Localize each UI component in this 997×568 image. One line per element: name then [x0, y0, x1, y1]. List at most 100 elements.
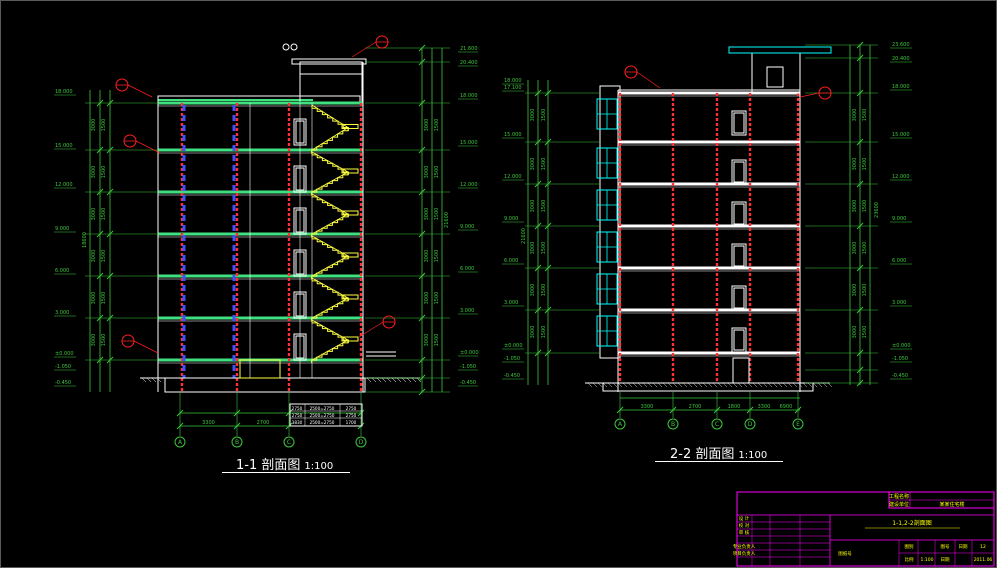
door-2	[731, 243, 747, 269]
dim-text-left-1: 3000	[91, 166, 97, 179]
ground-hatch-2	[657, 382, 663, 388]
ground-hatch-2	[672, 382, 678, 388]
stair-steps-1	[311, 298, 349, 321]
elevation-label-left-2: -1.050	[504, 356, 520, 362]
elevation-label-left-2: 18.000	[504, 78, 522, 84]
stair-steps-1	[311, 256, 349, 279]
elevation-label-right-1: ±0.000	[460, 350, 479, 356]
bay-dim-text-2: 6900	[780, 404, 793, 410]
stair-steps-1	[311, 152, 349, 175]
door-leaf-2	[733, 245, 745, 267]
ground-hatch-2	[587, 382, 593, 388]
elevation-label-right-1: 6.000	[460, 266, 474, 272]
dim-text-right-1: 1500	[434, 166, 440, 179]
dim-text-right-1: 1500	[434, 334, 440, 347]
stair-landing-1	[341, 336, 359, 342]
elevation-label-right-2: 12.000	[892, 174, 910, 180]
dim-tick-left-2	[534, 264, 542, 272]
dim-tick-left-2	[534, 306, 542, 314]
dim-tick-left-2	[534, 89, 542, 97]
dim-text-total-left-1: 18600	[82, 232, 88, 248]
stair-steps-1	[311, 127, 349, 154]
dim-tick-right-1	[418, 99, 426, 107]
detail-callout-leader-1	[351, 41, 377, 58]
dim-tick-left-2	[534, 349, 542, 357]
ground-hatch-1	[406, 377, 412, 383]
grid-axis-bubble-1	[231, 436, 243, 448]
dim-text-left-2: 3000	[530, 158, 536, 171]
dim-tick-bottom-2	[713, 406, 721, 414]
small-callout-1	[282, 43, 290, 51]
stair-table-cell-1: 2750	[292, 406, 303, 411]
dim-tick-left-1	[96, 188, 104, 196]
dim-text-left-1: 1500	[101, 208, 107, 221]
dim-text-left-1: 3000	[91, 250, 97, 263]
ground-hatch-2	[737, 382, 743, 388]
door-1	[293, 249, 307, 277]
stair-stringer-1	[311, 255, 349, 277]
dim-text-left-1: 3000	[91, 334, 97, 347]
elevation-label-right-1: 3.000	[460, 308, 474, 314]
elevation-label-left-1: 12.000	[55, 182, 73, 188]
dim-tick-right-2	[856, 222, 864, 230]
door-2	[731, 285, 747, 311]
stair-table-cell-1: 2500=2750	[310, 413, 335, 418]
ground-hatch-2	[647, 382, 653, 388]
title-block: 工程名称建设单位某某住宅楼1-1,2-2剖面图设 计校 对审 核专业负责人项目负…	[733, 491, 995, 567]
dim-text-left-2: 3000	[530, 109, 536, 122]
stair-table-cell-1: 3830	[292, 420, 303, 425]
ground-hatch-2	[652, 382, 658, 388]
ground-hatch-2	[767, 382, 773, 388]
elevation-label-left-1: 9.000	[55, 226, 69, 232]
grid-axis-bubble-1	[283, 436, 295, 448]
stair-table-cell-1: 2750	[292, 413, 303, 418]
dim-tick-right-1	[418, 146, 426, 154]
dim-text-right-2: 3000	[852, 200, 858, 213]
ground-hatch-2	[807, 382, 813, 388]
stair-steps-1	[311, 278, 349, 301]
dim-tick-left-2	[534, 180, 542, 188]
dim-text-right-2: 3000	[852, 242, 858, 255]
ground-hatch-2	[827, 382, 833, 388]
stair-stringer-1	[311, 297, 349, 319]
grid-axis-label-1: B	[235, 439, 239, 446]
stair-tower-1	[299, 61, 363, 105]
dim-tick-left-2	[544, 180, 552, 188]
grid-axis-bubble-1	[355, 436, 367, 448]
stair-stringer-1	[311, 104, 349, 128]
ground-hatch-2	[792, 382, 798, 388]
dim-tick-right-2	[856, 89, 864, 97]
dim-text-left-2: 1500	[541, 200, 547, 213]
dim-tick-right-2	[856, 54, 864, 62]
stair-landing-1	[341, 252, 359, 258]
title-block-sheet-value: 12	[980, 544, 986, 550]
elevation-label-right-1: 20.400	[460, 60, 478, 66]
ground-hatch-2	[682, 382, 688, 388]
dim-tick-bottom-1	[233, 422, 241, 430]
door-1	[293, 165, 307, 193]
stair-flight-1	[311, 104, 359, 154]
foundation-1	[164, 377, 366, 393]
stair-steps-1	[311, 320, 349, 343]
grid-axis-label-2: E	[796, 421, 800, 428]
dim-text-right-2: 1500	[862, 326, 868, 339]
grid-axis-label-1: C	[287, 439, 291, 446]
section-1-1-title-text: 1-1 剖面图	[236, 458, 301, 473]
stair-steps-1	[311, 105, 349, 131]
ground-hatch-1	[416, 377, 422, 383]
elevation-label-right-1: 21.600	[460, 46, 478, 52]
ground-hatch-2	[772, 382, 778, 388]
stair-tower-door-2	[766, 66, 784, 88]
title-block-footer-label: 图号	[941, 544, 950, 550]
dim-text-left-1: 3000	[91, 208, 97, 221]
dim-tick-left-1	[96, 272, 104, 280]
stair-table-1	[289, 403, 363, 427]
elevation-label-right-1: -0.450	[460, 380, 476, 386]
dim-tick-right-1	[418, 272, 426, 280]
grid-axis-label-1: D	[359, 439, 364, 446]
dim-text-right-1: 1500	[434, 292, 440, 305]
door-leaf-2	[733, 161, 745, 183]
elevation-label-left-1: -1.050	[55, 364, 71, 370]
ground-hatch-1	[381, 377, 387, 383]
